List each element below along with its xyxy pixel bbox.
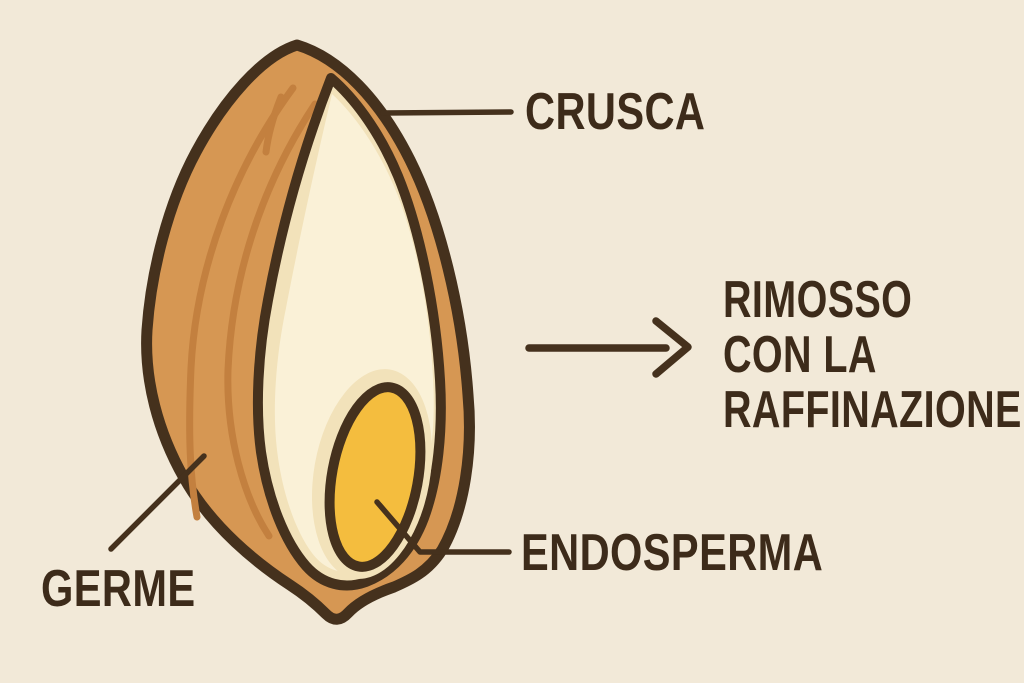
germe-label: GERME xyxy=(41,560,196,618)
refining-note: RIMOSSO CON LA RAFFINAZIONE xyxy=(723,273,1022,438)
bran-streak-line xyxy=(224,100,319,540)
endosperma-leader-line xyxy=(374,499,512,555)
endosperma-label: ENDOSPERMA xyxy=(521,524,824,582)
refining-note-line: CON LA xyxy=(723,326,877,384)
crusca-label: CRUSCA xyxy=(525,83,706,141)
germe-leader-line xyxy=(108,453,207,552)
refining-note-line: RIMOSSO xyxy=(723,271,913,329)
arrow-head-icon xyxy=(652,317,692,378)
refining-note-line: RAFFINAZIONE xyxy=(723,381,1022,439)
crusca-leader-line xyxy=(380,109,514,116)
bran-streak-tick xyxy=(262,93,285,156)
